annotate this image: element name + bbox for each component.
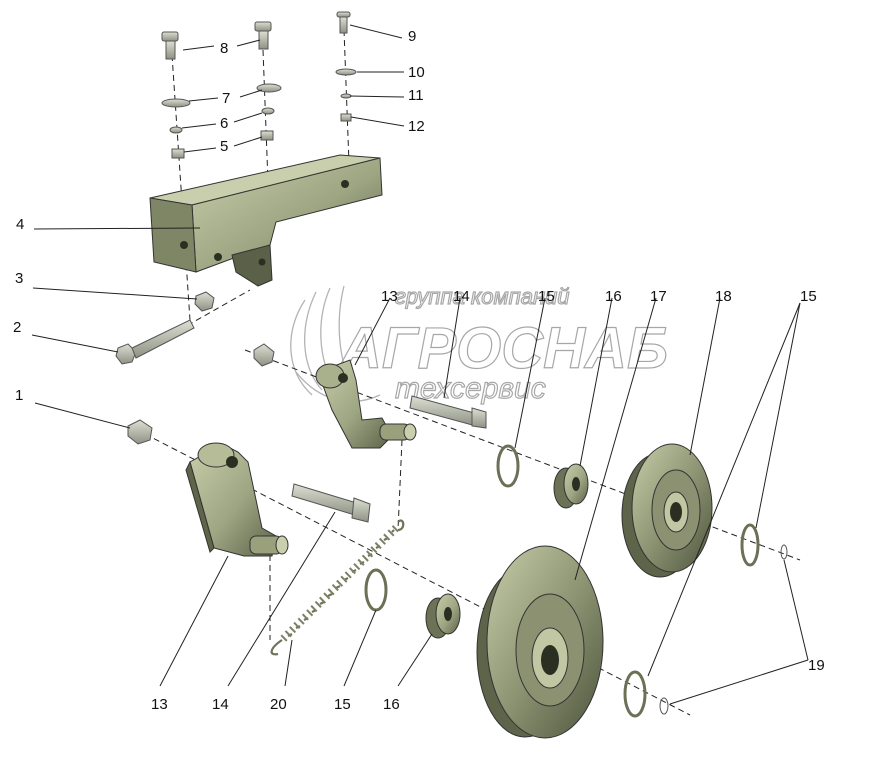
callout-16-upper: 16 — [605, 288, 622, 305]
pin-part-19-upper — [780, 544, 788, 560]
snap-ring-part-15-right-lower — [623, 670, 647, 718]
callout-labels: 8 9 7 6 5 10 11 12 4 3 2 1 13 14 15 16 1… — [13, 28, 825, 713]
callout-15-upper: 15 — [538, 288, 555, 305]
pulley-part-18 — [621, 443, 713, 578]
bushing-part-16-upper — [553, 463, 589, 509]
nut-part-3 — [194, 291, 215, 312]
callout-8: 8 — [220, 40, 228, 57]
nut-part-5-left — [171, 148, 185, 159]
nut-part-1 — [127, 419, 153, 445]
snap-ring-part-15-lower — [364, 568, 388, 612]
callout-10: 10 — [408, 64, 425, 81]
tensioner-arm-upper-part-13 — [315, 359, 417, 449]
bolt-part-8-right — [254, 21, 272, 50]
callout-9: 9 — [408, 28, 416, 45]
washer-part-7-right — [256, 83, 282, 93]
callout-13-lower: 13 — [151, 696, 168, 713]
watermark: группа компаний АГРОСНАБ техсервис — [290, 283, 669, 406]
lock-washer-part-6-left — [169, 126, 183, 134]
watermark-line1: группа компаний — [395, 284, 570, 309]
callout-19: 19 — [808, 657, 825, 674]
bracket-part-4 — [149, 154, 383, 287]
snap-ring-part-15-upper — [496, 444, 520, 488]
callout-7: 7 — [222, 90, 230, 107]
callout-18: 18 — [715, 288, 732, 305]
pin-part-19-lower — [659, 697, 669, 715]
spring-part-20 — [270, 519, 405, 656]
callout-1: 1 — [15, 387, 23, 404]
nut-part-12 — [340, 113, 352, 122]
callout-13-upper: 13 — [381, 288, 398, 305]
bolt-part-14-lower — [291, 483, 371, 523]
callout-16-lower: 16 — [383, 696, 400, 713]
washer-part-10 — [335, 68, 357, 76]
callout-6: 6 — [220, 115, 228, 132]
tensioner-arm-lower-part-13 — [185, 442, 289, 557]
nut-part-5-right — [260, 130, 274, 141]
washer-part-7-left — [161, 98, 191, 108]
callout-15-lower: 15 — [334, 696, 351, 713]
nut-upper — [253, 343, 275, 367]
callout-5: 5 — [220, 138, 228, 155]
callout-15-right: 15 — [800, 288, 817, 305]
callout-20: 20 — [270, 696, 287, 713]
bolt-part-8-left — [161, 31, 179, 60]
callout-14-lower: 14 — [212, 696, 229, 713]
watermark-line2: АГРОСНАБ — [338, 316, 668, 381]
bolt-part-14-upper — [409, 395, 487, 429]
screw-part-9 — [336, 11, 351, 34]
bolt-part-2 — [115, 319, 195, 365]
snap-ring-part-15-right-upper — [740, 523, 760, 567]
callout-17: 17 — [650, 288, 667, 305]
leader-lines — [31, 24, 809, 705]
callout-11: 11 — [408, 87, 424, 104]
lock-washer-part-6-right — [261, 107, 275, 115]
callout-14-upper: 14 — [453, 288, 470, 305]
lock-washer-part-11 — [340, 93, 352, 99]
callout-12: 12 — [408, 118, 425, 135]
callout-2: 2 — [13, 319, 21, 336]
bushing-part-16-lower — [425, 593, 461, 639]
pulley-part-17 — [476, 545, 604, 739]
callout-4: 4 — [16, 216, 24, 233]
callout-3: 3 — [15, 270, 23, 287]
